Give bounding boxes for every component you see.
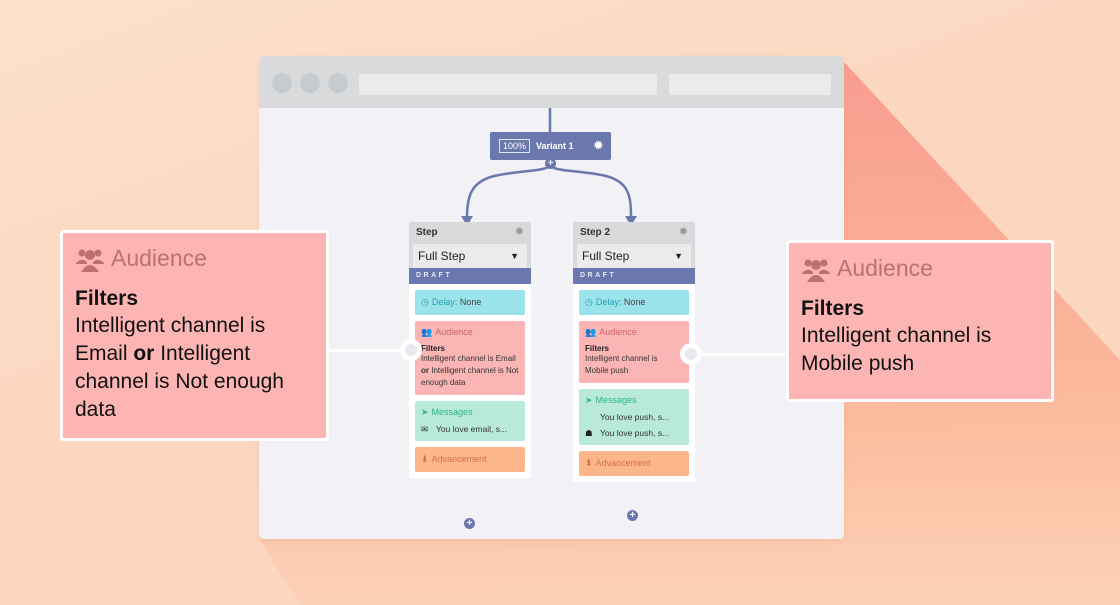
filters-text: Intelligent channel is Email or Intellig… [421, 354, 519, 387]
step-title: Step [416, 227, 438, 238]
app-window: 100% Variant 1 ✹ + Step ✹ Full Step ▼ DR… [259, 56, 844, 539]
callout-filters-label: Filters [75, 287, 139, 310]
delay-card[interactable]: ◷Delay: None [415, 290, 525, 315]
step-title: Step 2 [580, 227, 611, 238]
step-type-select[interactable]: Full Step ▼ [577, 244, 691, 268]
callout-connector-line [700, 353, 788, 356]
flow-canvas: 100% Variant 1 ✹ + Step ✹ Full Step ▼ DR… [259, 108, 844, 539]
audience-callout-left: Audience Filters Intelligent channel is … [60, 230, 329, 441]
step-type-value: Full Step [582, 249, 630, 263]
window-titlebar [259, 56, 844, 108]
users-icon: 👥 [421, 327, 433, 337]
users-icon [76, 249, 104, 272]
gear-icon[interactable]: ✹ [678, 226, 688, 238]
android-icon: ☗ [585, 428, 593, 438]
audience-label: Audience [435, 327, 473, 337]
window-close-dot[interactable] [272, 73, 292, 93]
callout-connector-line [327, 349, 407, 352]
delay-value: None [459, 297, 482, 307]
clock-icon: ◷ [585, 297, 593, 307]
users-icon: 👥 [585, 327, 597, 337]
caret-down-icon: ▼ [510, 251, 519, 261]
callout-title: Audience [837, 255, 933, 281]
step-type-select[interactable]: Full Step ▼ [413, 244, 527, 268]
callout-filters-text: Intelligent channel is Email or Intellig… [75, 314, 284, 421]
flow-connectors [461, 108, 637, 226]
status-badge: DRAFT [573, 268, 695, 284]
filters-label: Filters [421, 344, 446, 353]
delay-card[interactable]: ◷Delay: None [579, 290, 689, 315]
plus-circle-icon[interactable]: + [545, 158, 556, 169]
audience-card[interactable]: 👥Audience Filters Intelligent channel is… [579, 321, 689, 383]
delay-label: Delay: [431, 297, 458, 307]
messages-label: Messages [595, 395, 637, 405]
advancement-label: Advancement [595, 458, 651, 468]
advancement-card[interactable]: ⬇Advancement [415, 447, 525, 472]
step-card-2: Step 2 ✹ Full Step ▼ DRAFT ◷Delay: None … [573, 222, 695, 482]
messages-label: Messages [431, 407, 473, 417]
callout-connector-dot [680, 343, 702, 365]
clock-icon: ◷ [421, 297, 429, 307]
callout-connector-dot [400, 339, 422, 361]
search-bar[interactable] [669, 74, 831, 95]
step-type-value: Full Step [418, 249, 466, 263]
window-maximize-dot[interactable] [328, 73, 348, 93]
address-bar[interactable] [359, 74, 657, 95]
add-step-button[interactable]: + [627, 510, 638, 521]
caret-down-icon: ▼ [674, 251, 683, 261]
callout-title: Audience [111, 245, 207, 271]
advancement-card[interactable]: ⬇Advancement [579, 451, 689, 476]
variant-label: Variant 1 [536, 141, 574, 151]
advancement-label: Advancement [431, 454, 487, 464]
delay-label: Delay: [595, 297, 622, 307]
gear-icon[interactable]: ✹ [593, 140, 603, 152]
callout-filters-label: Filters [801, 297, 865, 320]
callout-filters-text: Intelligent channel is Mobile push [801, 324, 992, 375]
add-step-button[interactable]: + [464, 518, 475, 529]
envelope-icon: ✉ [421, 424, 429, 434]
paper-plane-icon: ➤ [585, 395, 593, 405]
audience-card[interactable]: 👥Audience Filters Intelligent channel is… [415, 321, 525, 395]
window-minimize-dot[interactable] [300, 73, 320, 93]
messages-card[interactable]: ➤Messages ✉You love email, s... [415, 401, 525, 441]
message-item[interactable]: ☗You love push, s... [585, 428, 670, 438]
message-item[interactable]: You love push, s... [600, 412, 670, 422]
variant-percent[interactable]: 100% [499, 139, 531, 153]
delay-value: None [623, 297, 646, 307]
audience-callout-right: Audience Filters Intelligent channel is … [786, 240, 1054, 402]
status-badge: DRAFT [409, 268, 531, 284]
users-icon [802, 259, 830, 282]
filters-text: Intelligent channel is Mobile push [585, 354, 658, 375]
message-item[interactable]: ✉You love email, s... [421, 424, 508, 434]
arrow-down-icon: ⬇ [585, 458, 593, 468]
audience-label: Audience [599, 327, 637, 337]
filters-label: Filters [585, 344, 610, 353]
paper-plane-icon: ➤ [421, 407, 429, 417]
messages-card[interactable]: ➤Messages You love push, s... ☗You love … [579, 389, 689, 445]
gear-icon[interactable]: ✹ [514, 226, 524, 238]
arrow-down-icon: ⬇ [421, 454, 429, 464]
step-card-1: Step ✹ Full Step ▼ DRAFT ◷Delay: None 👥A… [409, 222, 531, 478]
variant-node[interactable]: 100% Variant 1 ✹ [490, 132, 611, 160]
